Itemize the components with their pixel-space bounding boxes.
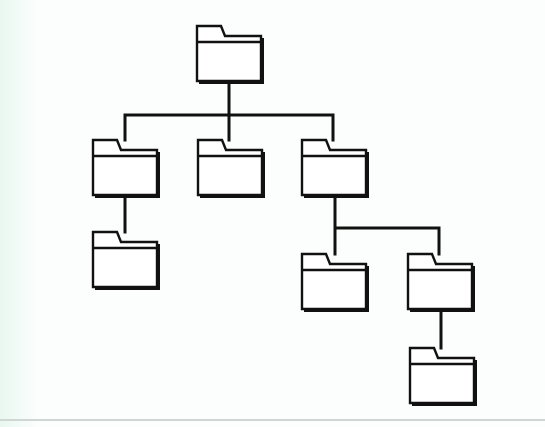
left-edge-tint: [0, 0, 40, 427]
folder-shadow: [200, 152, 265, 198]
folder-outline: [300, 138, 368, 197]
folder-icon-child-2: [196, 138, 265, 198]
folder-shadow: [304, 266, 369, 312]
folder-outline: [91, 138, 159, 197]
folder-shadow: [304, 152, 369, 198]
folder-icon-child-1: [91, 138, 160, 198]
folder-outline: [91, 230, 159, 289]
folder-outline: [300, 252, 368, 311]
folder-icon-child-3: [300, 138, 369, 198]
folder-icon-grandchild-1: [91, 230, 160, 290]
folder-outline: [196, 138, 264, 197]
folder-shadow: [410, 266, 475, 312]
folder-shadow: [199, 38, 264, 84]
folder-icon-root: [195, 24, 264, 84]
folder-shadow: [95, 244, 160, 290]
folder-icon-grandchild-3: [406, 252, 475, 312]
folder-shadow: [95, 152, 160, 198]
folder-outline: [406, 252, 474, 311]
bottom-divider: [0, 419, 545, 421]
folder-icon-great-grandchild-1: [408, 346, 477, 406]
connector-lines: [123, 79, 443, 350]
folder-icon-grandchild-2: [300, 252, 369, 312]
folder-outline: [408, 346, 476, 405]
folder-outline: [195, 24, 263, 83]
folder-shadow: [412, 360, 477, 406]
